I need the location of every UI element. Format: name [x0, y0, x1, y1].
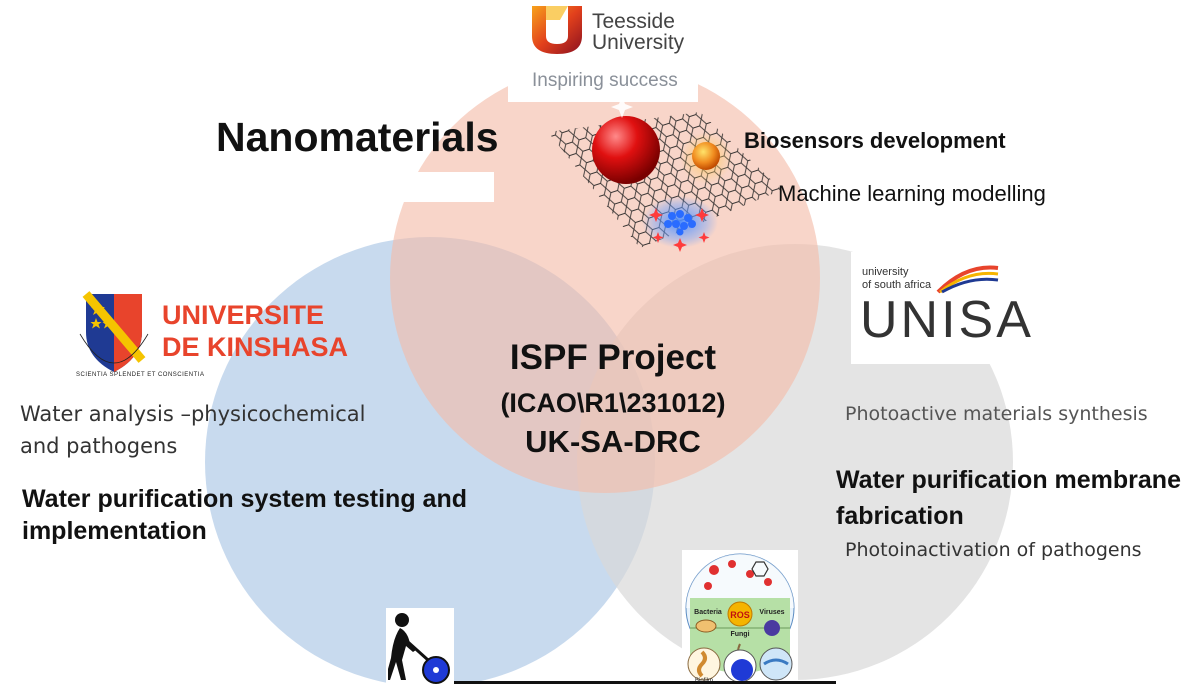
- bottom-rule: [454, 681, 836, 684]
- ros-label-viruses: Viruses: [759, 609, 784, 616]
- orange-nanoparticle: [692, 142, 720, 170]
- kinshasa-name-line1: UNIVERSITE: [162, 300, 325, 330]
- kinshasa-item-water-analysis: Water analysis –physicochemical: [20, 402, 366, 426]
- unisa-item-photoactive: Photoactive materials synthesis: [845, 403, 1148, 425]
- unisa-logo-box: [851, 252, 1051, 364]
- teesside-item-machine-learning: Machine learning modelling: [778, 181, 1046, 206]
- unisa-small-line1: university: [862, 266, 909, 278]
- kinshasa-crest-icon: [79, 291, 149, 372]
- right-edge-box: [1160, 432, 1200, 607]
- teesside-item-biosensors: Biosensors development: [744, 128, 1006, 153]
- teesside-name-line2: University: [592, 31, 685, 54]
- graphene-sheet-illustration: [548, 96, 782, 252]
- unisa-item-photoinactivation: Photoinactivation of pathogens: [845, 539, 1142, 561]
- unisa-name: UNISA: [860, 291, 1034, 349]
- diagram-title: Nanomaterials: [216, 114, 499, 160]
- kinshasa-item-purification-testing: Water purification system testing and: [22, 485, 467, 513]
- unisa-item-fabrication: fabrication: [836, 502, 964, 530]
- ros-label-bacteria: Bacteria: [694, 609, 722, 616]
- kinshasa-item-pathogens: and pathogens: [20, 434, 178, 458]
- teesside-logo-icon: [532, 6, 582, 54]
- title-backing-box: [392, 172, 494, 202]
- person-pushing-wheel-icon: [388, 613, 450, 684]
- unisa-swoosh-icon: [936, 265, 999, 294]
- teesside-tagline: Inspiring success: [532, 70, 678, 91]
- kinshasa-motto: SCIENTIA SPLENDET ET CONSCIENTIA: [76, 372, 205, 378]
- kinshasa-name-line2: DE KINSHASA: [162, 332, 349, 362]
- project-countries: UK-SA-DRC: [525, 424, 701, 459]
- project-code: (ICAO\R1\231012): [500, 388, 726, 418]
- ros-pathogen-figure: ROS Bacteria Viruses Fungi Biofilm: [685, 553, 795, 684]
- kinshasa-item-implementation: implementation: [22, 517, 207, 545]
- ros-label-ros: ROS: [730, 610, 750, 620]
- ros-label-fungi: Fungi: [730, 631, 749, 638]
- unisa-item-membrane: Water purification membrane: [836, 466, 1181, 494]
- red-nanoparticle: [592, 116, 660, 184]
- teesside-name-line1: Teesside: [592, 10, 675, 33]
- unisa-small-line2: of south africa: [862, 279, 932, 291]
- project-name: ISPF Project: [509, 338, 717, 377]
